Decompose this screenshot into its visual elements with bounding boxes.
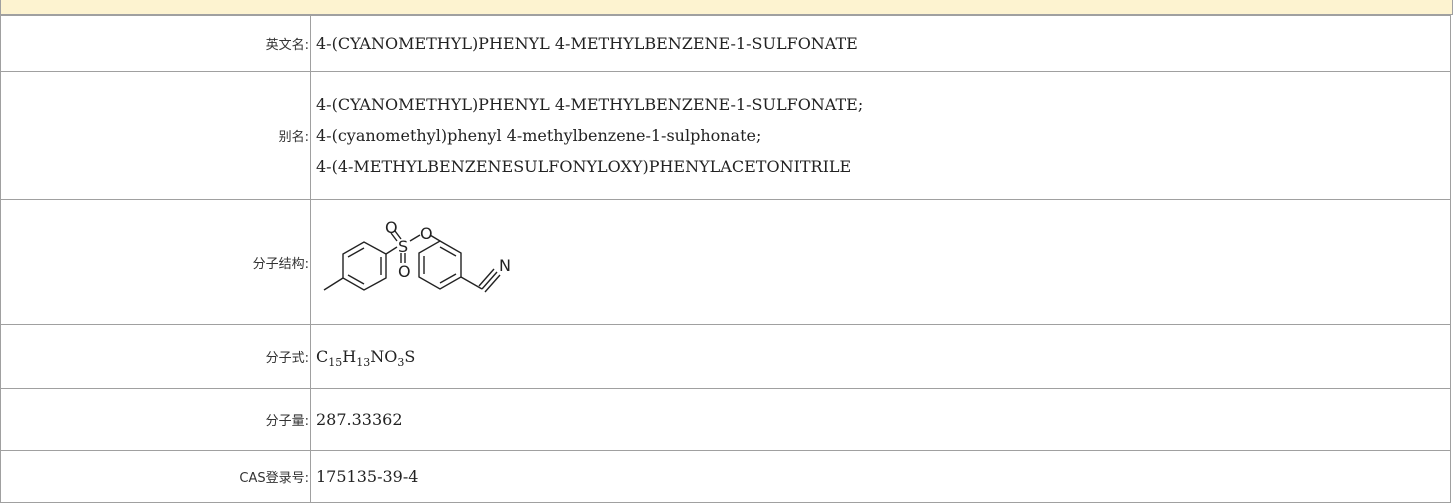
row-formula: 分子式: C15H13NO3S <box>0 324 1451 389</box>
alias-line: 4-(cyanomethyl)phenyl 4-methylbenzene-1-… <box>316 126 762 145</box>
atom-oxygen-label: O <box>420 224 433 243</box>
label-text: 分子结构: <box>252 256 309 272</box>
label-molecular-weight: 分子量: <box>0 388 311 451</box>
row-molecular-weight: 分子量: 287.33362 <box>0 388 1451 451</box>
label-formula: 分子式: <box>0 324 311 389</box>
formula-s: S <box>404 347 416 366</box>
formula-c-count: 15 <box>328 356 343 369</box>
row-english-name: 英文名: 4-(CYANOMETHYL)PHENYL 4-METHYLBENZE… <box>0 15 1451 72</box>
value-english-name: 4-(CYANOMETHYL)PHENYL 4-METHYLBENZENE-1-… <box>310 15 1451 72</box>
formula-h: H <box>342 347 357 366</box>
header-band <box>0 0 1453 15</box>
label-english-name: 英文名: <box>0 15 311 72</box>
atom-oxygen-label: O <box>398 262 411 281</box>
formula-h-count: 13 <box>356 356 371 369</box>
label-text: 分子式: <box>265 351 309 366</box>
molecular-structure-image: O S O O N <box>323 218 511 293</box>
value-structure: O S O O N <box>310 199 1451 325</box>
formula-o-count: 3 <box>397 356 405 369</box>
row-cas: CAS登录号: 175135-39-4 <box>0 450 1451 503</box>
label-text: 别名: <box>278 130 309 145</box>
value-formula: C15H13NO3S <box>310 324 1451 389</box>
value-cas: 175135-39-4 <box>310 450 1451 503</box>
atom-oxygen-label: O <box>385 218 398 237</box>
label-text: CAS登录号: <box>239 471 309 486</box>
formula-no: NO <box>370 347 398 366</box>
value-molecular-weight: 287.33362 <box>310 388 1451 451</box>
atom-sulfur-label: S <box>398 237 408 256</box>
value-aliases: 4-(CYANOMETHYL)PHENYL 4-METHYLBENZENE-1-… <box>310 71 1451 200</box>
row-aliases: 别名: 4-(CYANOMETHYL)PHENYL 4-METHYLBENZEN… <box>0 71 1451 200</box>
label-aliases: 别名: <box>0 71 311 200</box>
label-text: 分子量: <box>265 414 309 429</box>
formula-c: C <box>316 347 329 366</box>
label-structure: 分子结构: <box>0 199 311 325</box>
label-text: 英文名: <box>265 38 309 53</box>
row-structure: 分子结构: <box>0 199 1451 325</box>
atom-nitrogen-label: N <box>499 256 511 275</box>
alias-line: 4-(CYANOMETHYL)PHENYL 4-METHYLBENZENE-1-… <box>316 95 864 114</box>
property-table: 英文名: 4-(CYANOMETHYL)PHENYL 4-METHYLBENZE… <box>0 15 1451 503</box>
alias-line: 4-(4-METHYLBENZENESULFONYLOXY)PHENYLACET… <box>316 157 852 176</box>
label-cas: CAS登录号: <box>0 450 311 503</box>
